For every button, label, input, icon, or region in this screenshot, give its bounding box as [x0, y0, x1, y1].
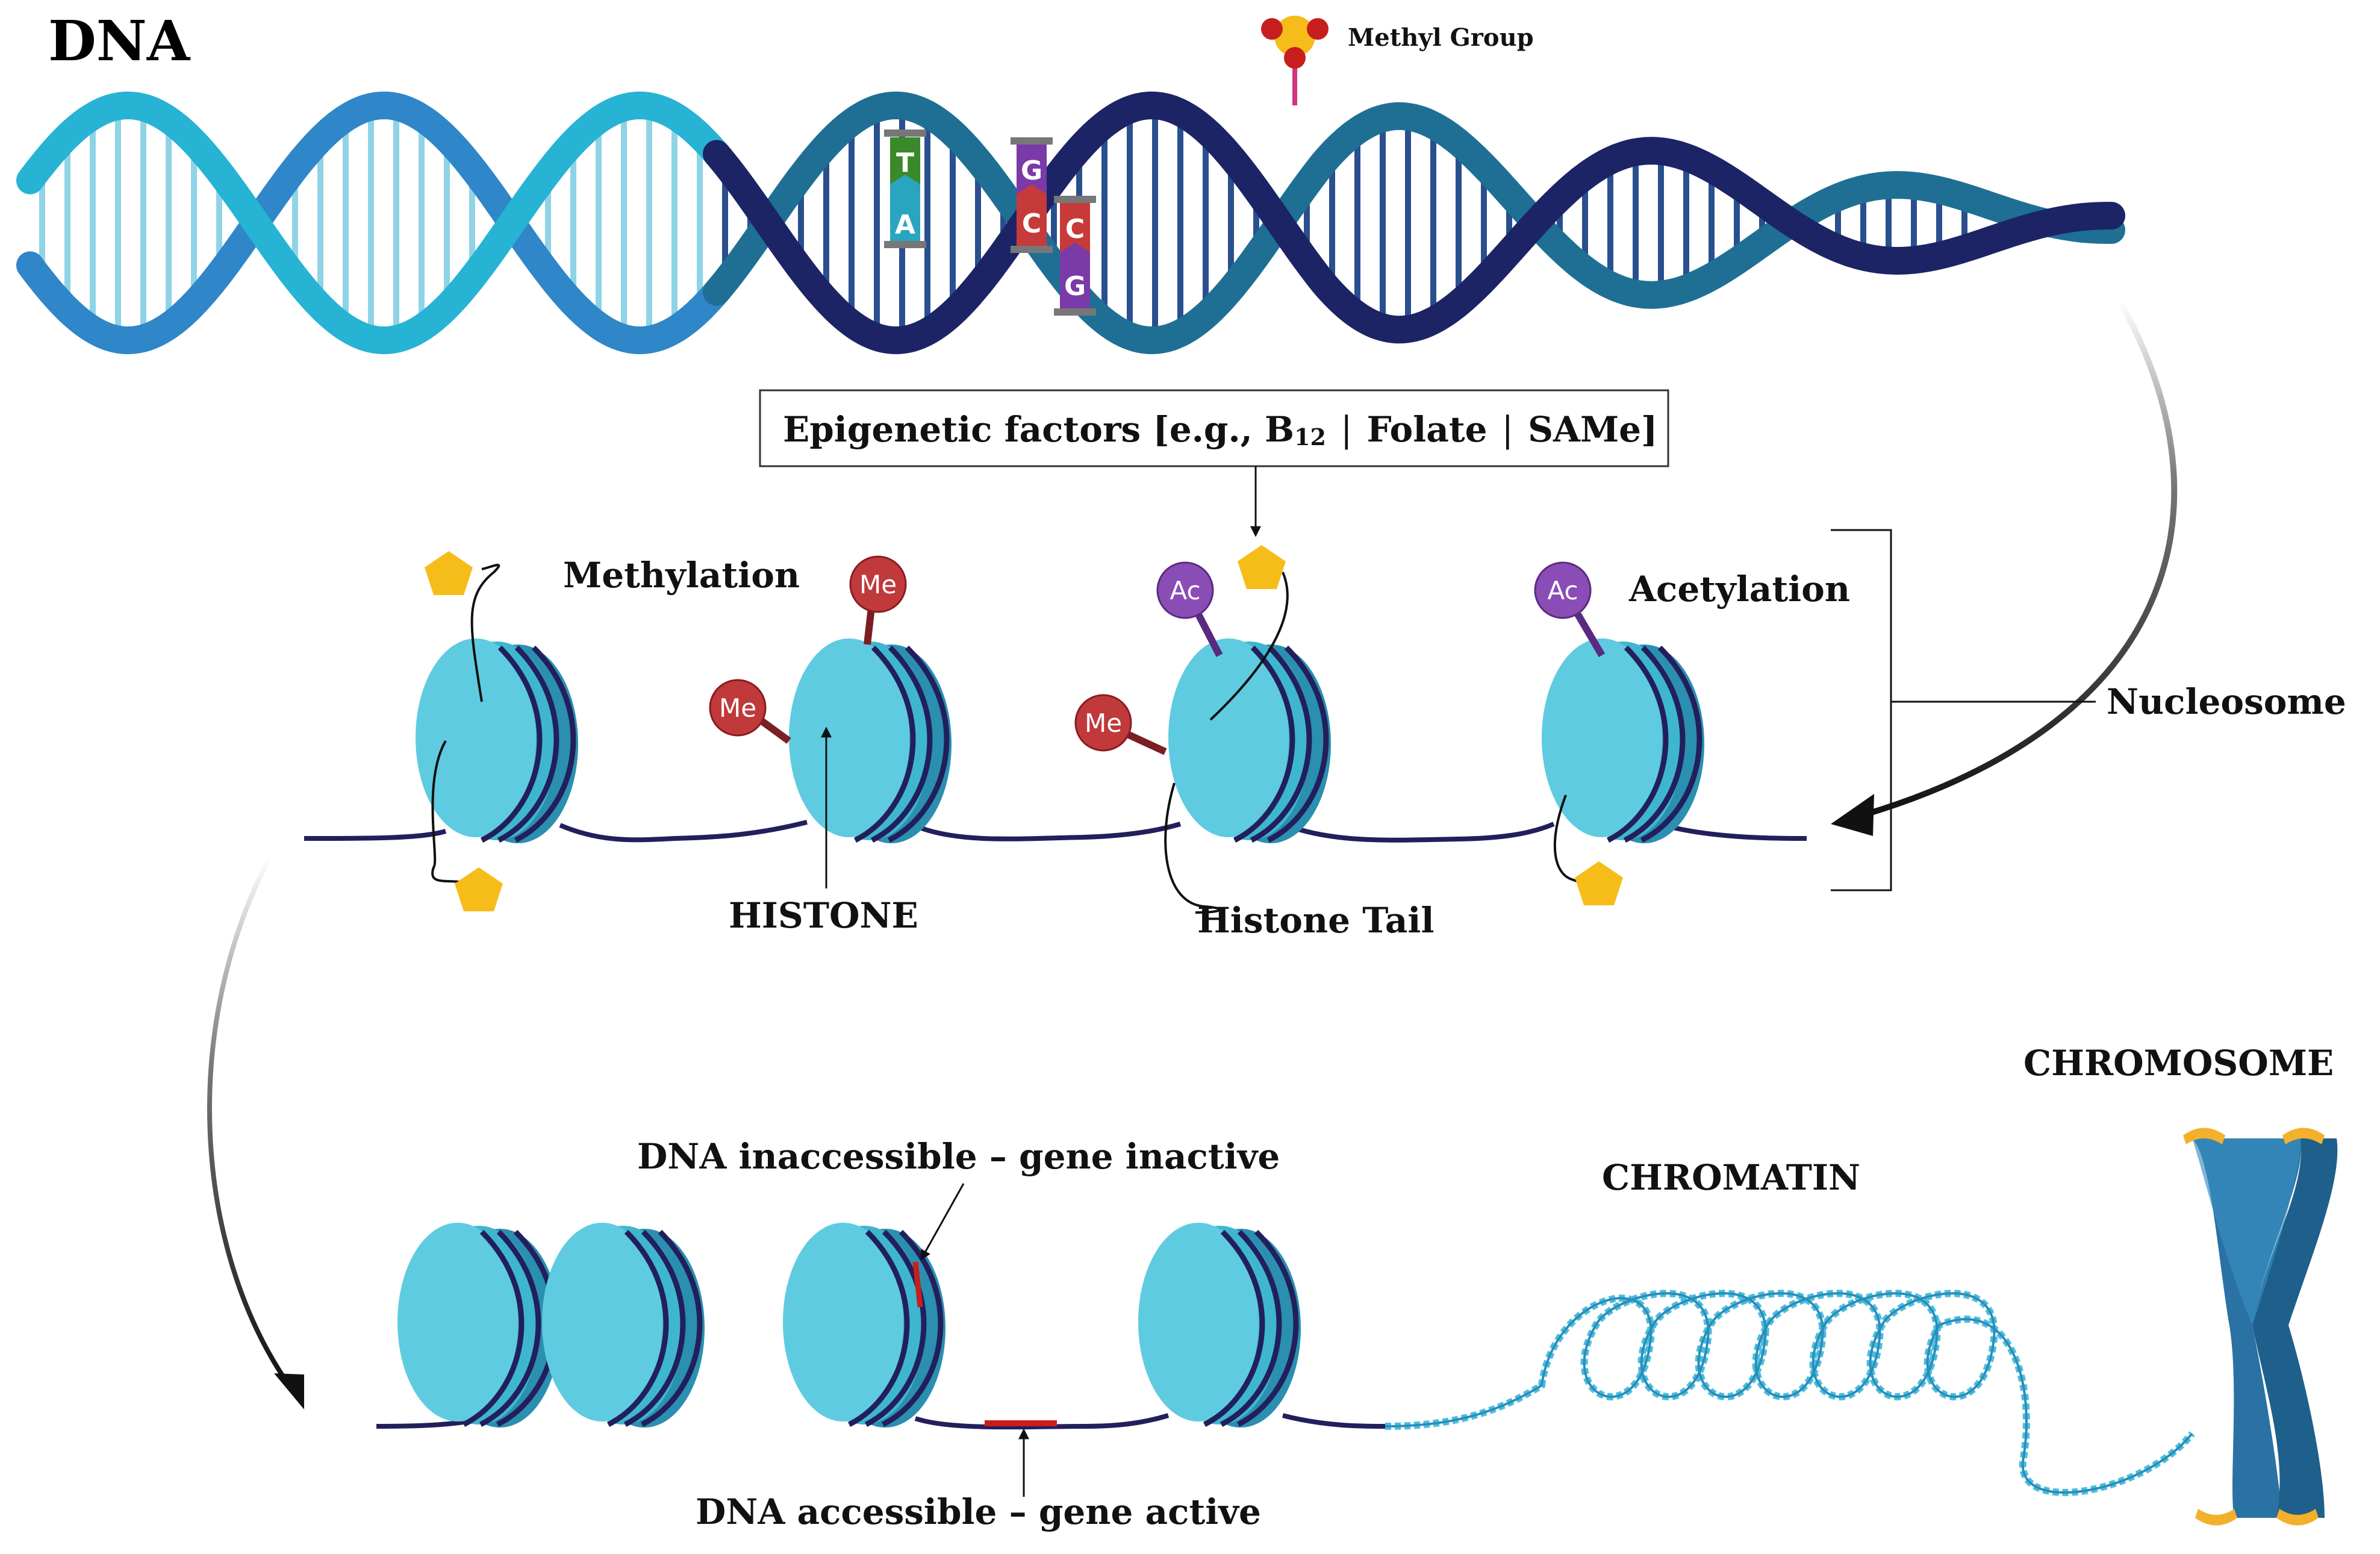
pentagon-icon — [455, 867, 503, 911]
methylation-label: Methylation — [563, 555, 800, 596]
nucleosome-row — [416, 638, 1704, 843]
helix-to-nucleosome-arrow — [1848, 299, 2178, 822]
epigenetic-factors-label: Epigenetic factors [e.g., B12 | Folate | SAM… — [783, 409, 1658, 451]
chromatin-coil-core — [1385, 1292, 2193, 1494]
svg-text:Me: Me — [859, 570, 897, 599]
svg-text:Ac: Ac — [1547, 576, 1578, 605]
histone-label: HISTONE — [729, 895, 918, 936]
nucleosome-label: Nucleosome — [2107, 681, 2346, 722]
epigenetic-factors-box: Epigenetic factors [e.g., B12 | Folate | SAM… — [759, 389, 1669, 537]
ac-mark-2: Ac — [1534, 561, 1606, 658]
base-t-label: T — [896, 148, 914, 178]
inactive-gene-mark — [912, 1261, 923, 1308]
pentagon-icon — [425, 551, 473, 595]
chromatin-fiber — [1385, 1290, 2195, 1496]
helix-strand-b-left — [16, 91, 731, 355]
dna-accessible-label: DNA accessible – gene active — [696, 1491, 1261, 1532]
me-mark-1: Me — [849, 555, 907, 645]
pentagon-icon — [1238, 545, 1286, 589]
dna-title: DNA — [48, 8, 191, 73]
helix-strand-a-left — [16, 91, 731, 355]
helix-to-nucleosome-arrowhead — [1831, 794, 1874, 836]
epigenetic-same: SAMe] — [1528, 409, 1657, 450]
me-mark-3: Me — [1074, 694, 1167, 755]
pentagon-icon — [1575, 861, 1623, 905]
histone-tails-row — [431, 564, 1584, 914]
base-a-label: A — [895, 210, 915, 240]
chromatin-label: CHROMATIN — [1602, 1157, 1860, 1198]
nucleosome-histone — [397, 1223, 560, 1428]
helix-strand-a-right — [703, 91, 2125, 355]
nucleosome-histone — [783, 1223, 945, 1428]
base-pair-gc: G C — [1011, 137, 1053, 253]
inaccessible-pointer — [920, 1183, 965, 1261]
histone-tail-label: Histone Tail — [1197, 900, 1434, 941]
epigenetic-sep1: | — [1341, 409, 1353, 450]
pentagon-markers — [425, 545, 1623, 911]
methyl-group-icon — [1261, 16, 1329, 105]
base-pair-ta: T A — [884, 130, 926, 248]
nucleosome-histone — [1542, 638, 1704, 843]
me-mark-2: Me — [709, 679, 791, 744]
nucleosome-histone — [1138, 1223, 1301, 1428]
base-c2-label: C — [1065, 214, 1085, 245]
epigenetic-folate: Folate — [1367, 409, 1488, 450]
helix-strand-b-right — [703, 91, 2125, 355]
nucleosome-bottom-row — [397, 1223, 1301, 1428]
dna-helix — [16, 91, 2125, 355]
chromosome-label: CHROMOSOME — [2023, 1043, 2334, 1084]
nucleosome-histone — [789, 638, 952, 843]
nucleosome-bracket — [1831, 529, 2096, 891]
nucleosome-histone — [416, 638, 578, 843]
svg-text:Me: Me — [1085, 708, 1122, 738]
svg-text:Me: Me — [719, 693, 756, 723]
ac-mark-1: Ac — [1156, 561, 1223, 657]
base-pair-cg: C G — [1054, 196, 1096, 316]
nucleosome-histone — [542, 1223, 705, 1428]
nucleosome-histone — [1168, 638, 1331, 843]
svg-text:Ac: Ac — [1170, 576, 1200, 605]
acetylation-label: Acetylation — [1628, 569, 1850, 610]
epigenetic-sep2: | — [1502, 409, 1514, 450]
base-c-label: C — [1022, 208, 1041, 239]
nucleosome-row-dna-strand — [304, 820, 1807, 843]
chromosome-icon — [2183, 1128, 2338, 1526]
chromatin-coil — [1385, 1290, 2195, 1496]
methyl-group-label: Methyl Group — [1348, 23, 1534, 52]
dna-inaccessible-label: DNA inaccessible – gene inactive — [637, 1136, 1280, 1177]
epigenetic-sub: 12 — [1294, 423, 1326, 451]
epigenetic-prefix: Epigenetic factors [e.g., B — [783, 409, 1294, 450]
base-g2-label: G — [1064, 271, 1086, 302]
row-to-row-arrow — [207, 854, 291, 1387]
row-to-row-arrowhead — [274, 1373, 304, 1409]
histone-marks: Me Me Ac Me Ac — [709, 555, 1606, 755]
base-g-label: G — [1021, 155, 1042, 186]
